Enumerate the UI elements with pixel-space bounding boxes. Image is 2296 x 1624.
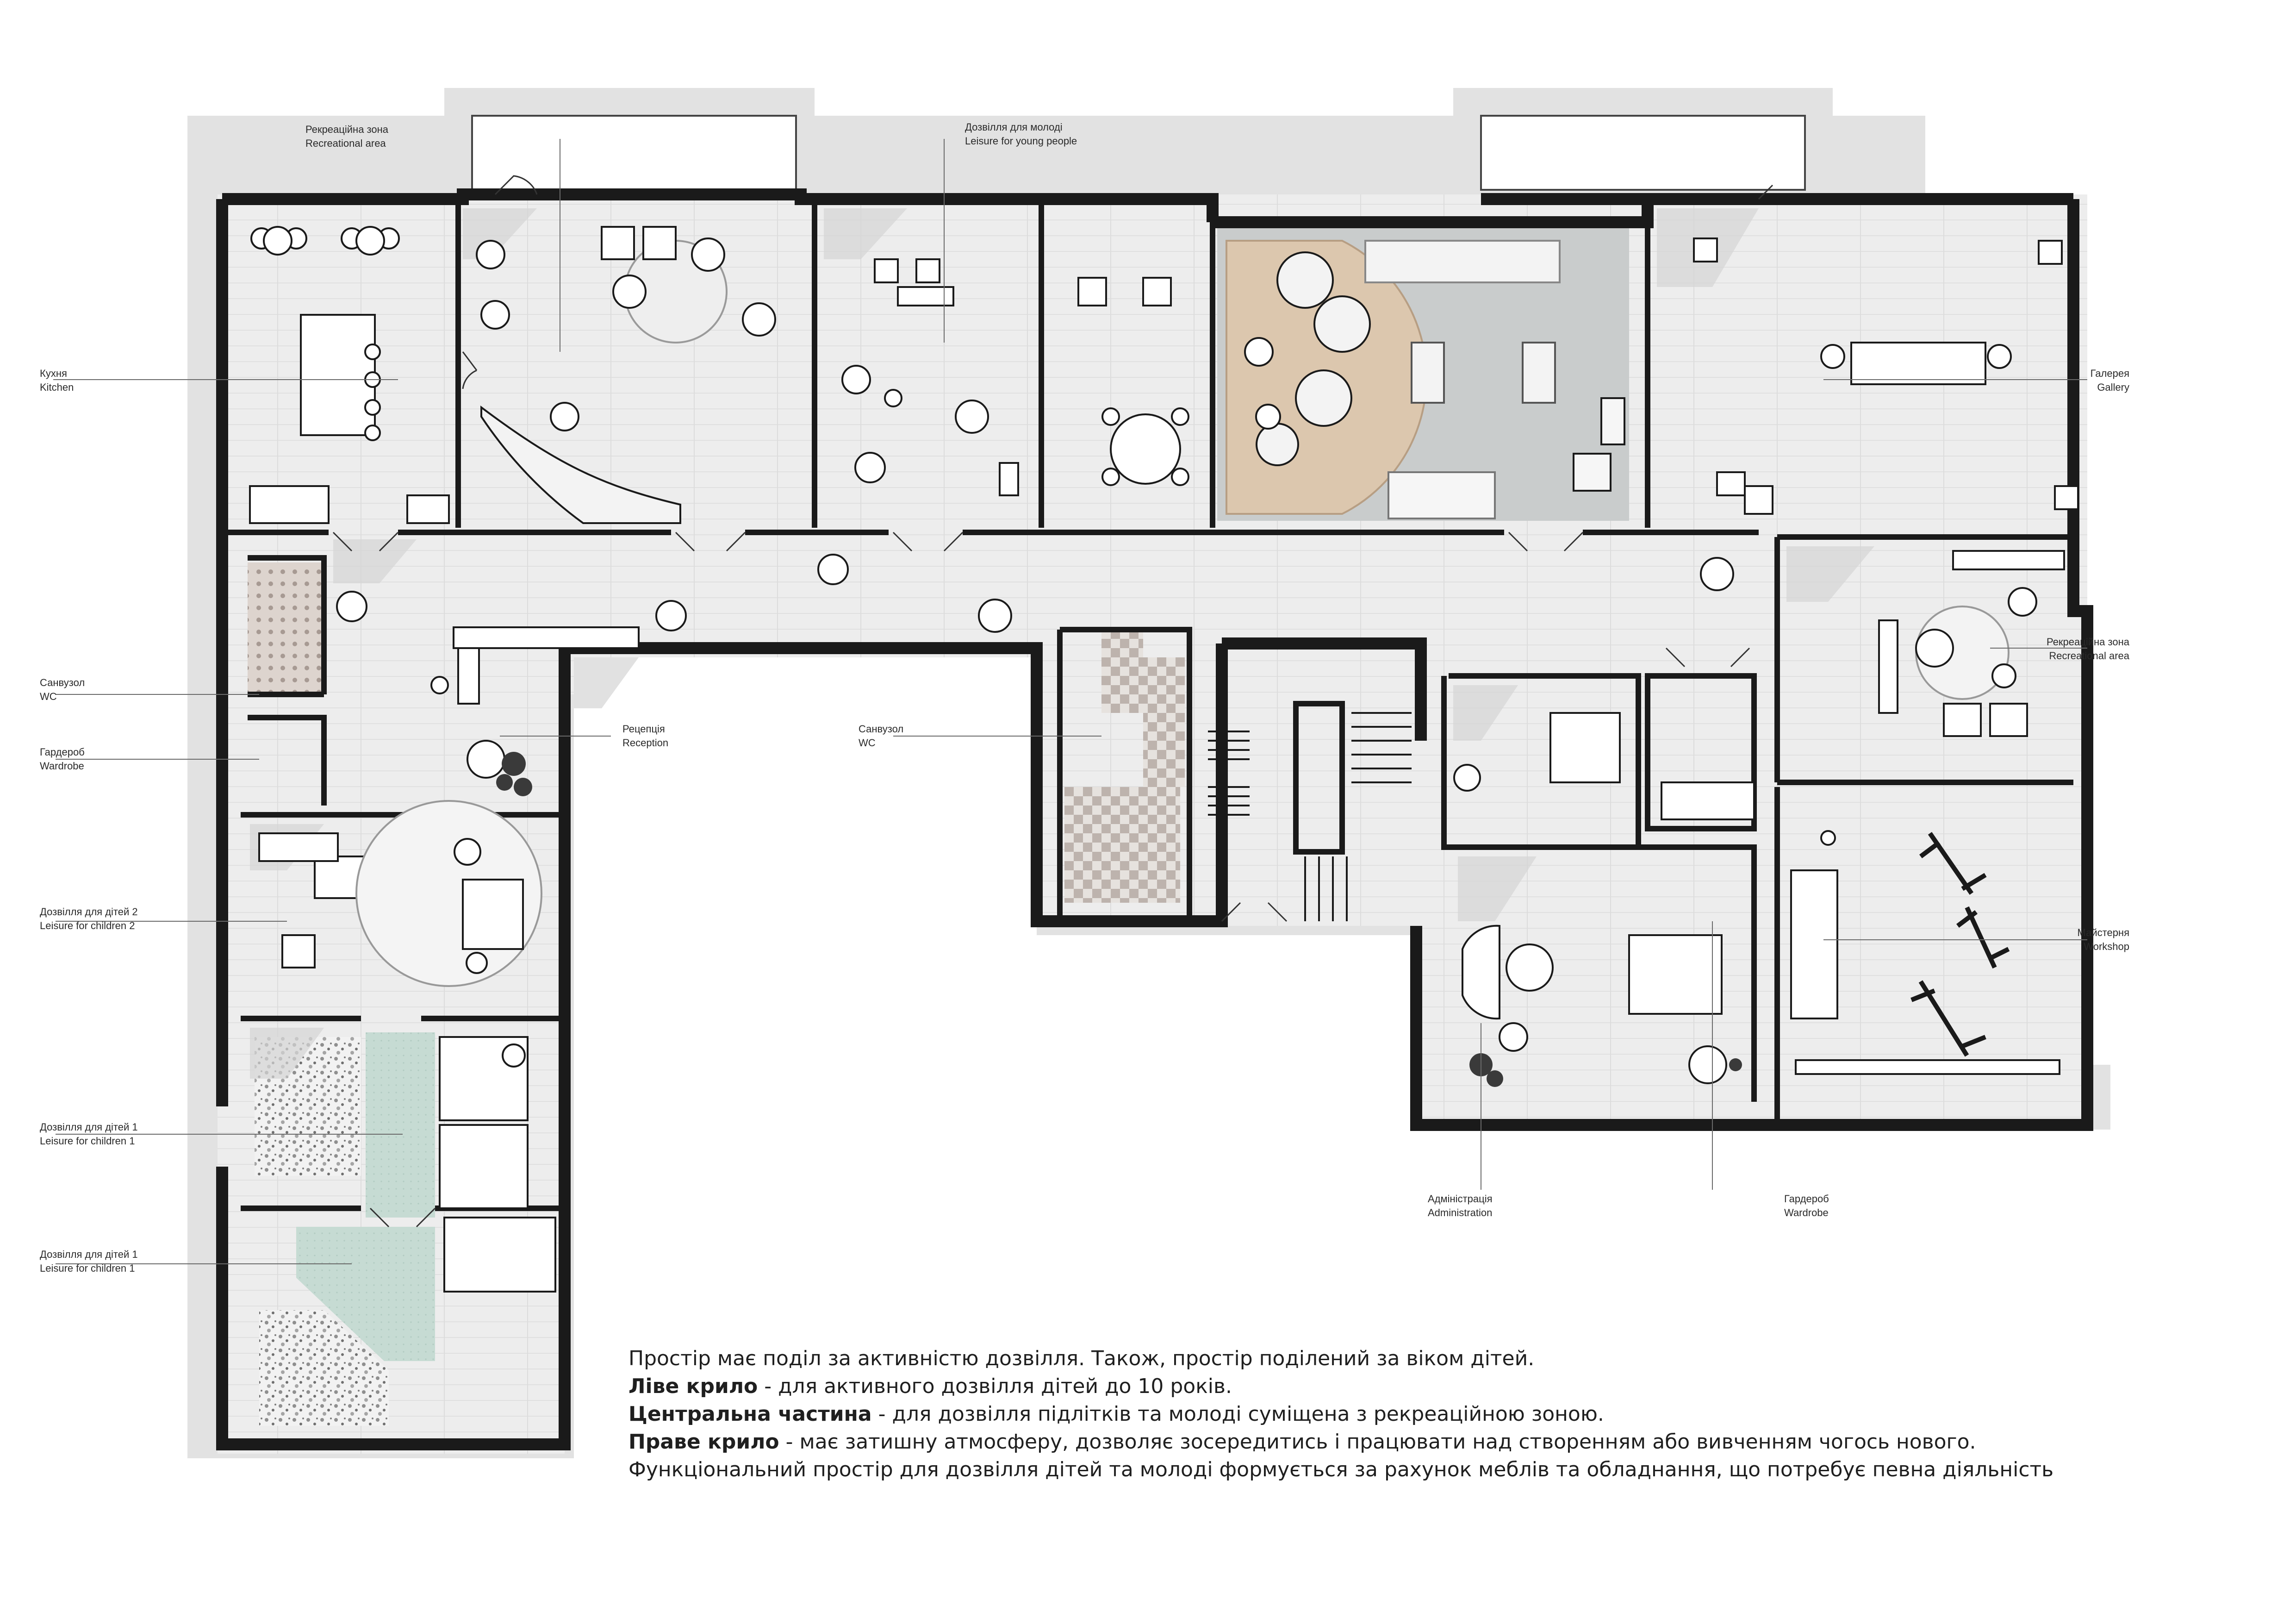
label-gallery-en: Gallery bbox=[2097, 381, 2129, 393]
description-line-5: Функціональний простір для дозвілля діте… bbox=[628, 1458, 2054, 1481]
description-line-4: Праве крило - має затишну атмосферу, доз… bbox=[628, 1428, 2211, 1456]
label-wc-center-uk: Санвузол bbox=[859, 723, 904, 735]
description-line-3: Центральна частина - для дозвілля підліт… bbox=[628, 1400, 2211, 1428]
label-recreational-top: Рекреаційна зона Recreational area bbox=[305, 123, 388, 150]
label-recreational-right-en: Recreational area bbox=[2049, 650, 2129, 662]
leader-lines bbox=[53, 139, 2087, 1264]
label-wardrobe-left-uk: Гардероб bbox=[40, 746, 85, 758]
wall-shadows bbox=[250, 208, 1874, 1079]
label-leisure-young-uk: Дозвілля для молоді bbox=[965, 121, 1063, 133]
label-administration-uk: Адміністрація bbox=[1428, 1193, 1493, 1205]
wc-center-dots bbox=[1143, 657, 1185, 787]
label-wc-left-uk: Санвузол bbox=[40, 677, 85, 688]
description-center-text: - для дозвілля підлітків та молоді суміщ… bbox=[871, 1402, 1604, 1426]
label-recreational-right: Рекреаційна зона Recreational area bbox=[2047, 635, 2129, 663]
furniture bbox=[249, 226, 2079, 1293]
label-leisure-children2-uk: Дозвілля для дітей 2 bbox=[40, 906, 138, 918]
label-wardrobe-bottom-en: Wardrobe bbox=[1784, 1207, 1829, 1218]
label-wc-left-en: WC bbox=[40, 691, 57, 702]
label-wardrobe-left: Гардероб Wardrobe bbox=[40, 745, 85, 773]
description-center-title: Центральна частина bbox=[628, 1402, 872, 1426]
label-wc-left: Санвузол WC bbox=[40, 676, 85, 704]
description-line-1: Простір має поділ за активністю дозвілля… bbox=[628, 1347, 1535, 1370]
label-recreational-top-en: Recreational area bbox=[305, 137, 386, 149]
label-leisure-children2-en: Leisure for children 2 bbox=[40, 920, 135, 931]
label-kitchen-en: Kitchen bbox=[40, 381, 74, 393]
label-recreational-right-uk: Рекреаційна зона bbox=[2046, 636, 2129, 648]
label-kitchen-uk: Кухня bbox=[40, 368, 67, 379]
description-left-wing-title: Ліве крило bbox=[628, 1374, 758, 1398]
label-workshop-uk: Майстерня bbox=[2077, 927, 2129, 938]
label-leisure-children1b-en: Leisure for children 1 bbox=[40, 1262, 135, 1274]
label-leisure-children1b-uk: Дозвілля для дітей 1 bbox=[40, 1249, 138, 1260]
description-left-wing-text: - для активного дозвілля дітей до 10 рок… bbox=[758, 1374, 1232, 1398]
label-reception-uk: Рецепція bbox=[622, 723, 665, 735]
label-leisure-young-en: Leisure for young people bbox=[965, 135, 1077, 147]
wc-center-tiles-top bbox=[1101, 630, 1143, 713]
walls bbox=[216, 188, 2093, 1450]
label-wardrobe-left-en: Wardrobe bbox=[40, 760, 84, 772]
stairs bbox=[1208, 712, 1412, 921]
label-leisure-young: Дозвілля для молоді Leisure for young pe… bbox=[965, 120, 1077, 148]
description-right-wing-text: - має затишну атмосферу, дозволяє зосере… bbox=[779, 1430, 1976, 1454]
description-right-wing-title: Праве крило bbox=[628, 1430, 779, 1454]
label-wardrobe-bottom: Гардероб Wardrobe bbox=[1784, 1192, 1829, 1220]
courtyard bbox=[574, 657, 1037, 1528]
balconies bbox=[471, 115, 1806, 191]
label-leisure-children1a-uk: Дозвілля для дітей 1 bbox=[40, 1121, 138, 1133]
label-workshop: Майстерня Workshop bbox=[2078, 926, 2129, 954]
children1-teal-bottom bbox=[296, 1227, 435, 1361]
label-wc-center-en: WC bbox=[859, 737, 876, 749]
label-leisure-children1a-en: Leisure for children 1 bbox=[40, 1135, 135, 1147]
label-gallery: Галерея Gallery bbox=[2091, 367, 2129, 394]
label-administration: Адміністрація Administration bbox=[1428, 1192, 1493, 1220]
doors bbox=[332, 175, 1773, 1228]
children1-speckle-bottom bbox=[259, 1310, 389, 1426]
label-recreational-top-uk: Рекреаційна зона bbox=[305, 124, 389, 135]
label-wardrobe-bottom-uk: Гардероб bbox=[1784, 1193, 1829, 1205]
label-leisure-children1a: Дозвілля для дітей 1 Leisure for childre… bbox=[40, 1120, 138, 1148]
label-leisure-children2: Дозвілля для дітей 2 Leisure for childre… bbox=[40, 905, 138, 933]
label-reception: Рецепція Reception bbox=[622, 722, 668, 750]
courtyard-lower bbox=[1037, 935, 1416, 1528]
label-workshop-en: Workshop bbox=[2084, 941, 2129, 952]
outside-right-bottom bbox=[1416, 1130, 2110, 1546]
description-block: Простір має поділ за активністю дозвілля… bbox=[628, 1345, 2211, 1484]
wc-left-tiles bbox=[248, 562, 322, 692]
label-wc-center: Санвузол WC bbox=[859, 722, 903, 750]
children1-teal-top bbox=[366, 1032, 435, 1218]
wc-center-tiles bbox=[1064, 787, 1180, 903]
label-kitchen: Кухня Kitchen bbox=[40, 367, 74, 394]
label-administration-en: Administration bbox=[1428, 1207, 1493, 1218]
label-gallery-uk: Галерея bbox=[2090, 368, 2129, 379]
label-leisure-children1b: Дозвілля для дітей 1 Leisure for childre… bbox=[40, 1248, 138, 1275]
label-reception-en: Reception bbox=[622, 737, 669, 749]
workshop-easels bbox=[1910, 832, 2010, 1057]
description-line-2: Ліве крило - для активного дозвілля діте… bbox=[628, 1373, 2211, 1400]
inner-walls bbox=[222, 199, 2073, 1211]
